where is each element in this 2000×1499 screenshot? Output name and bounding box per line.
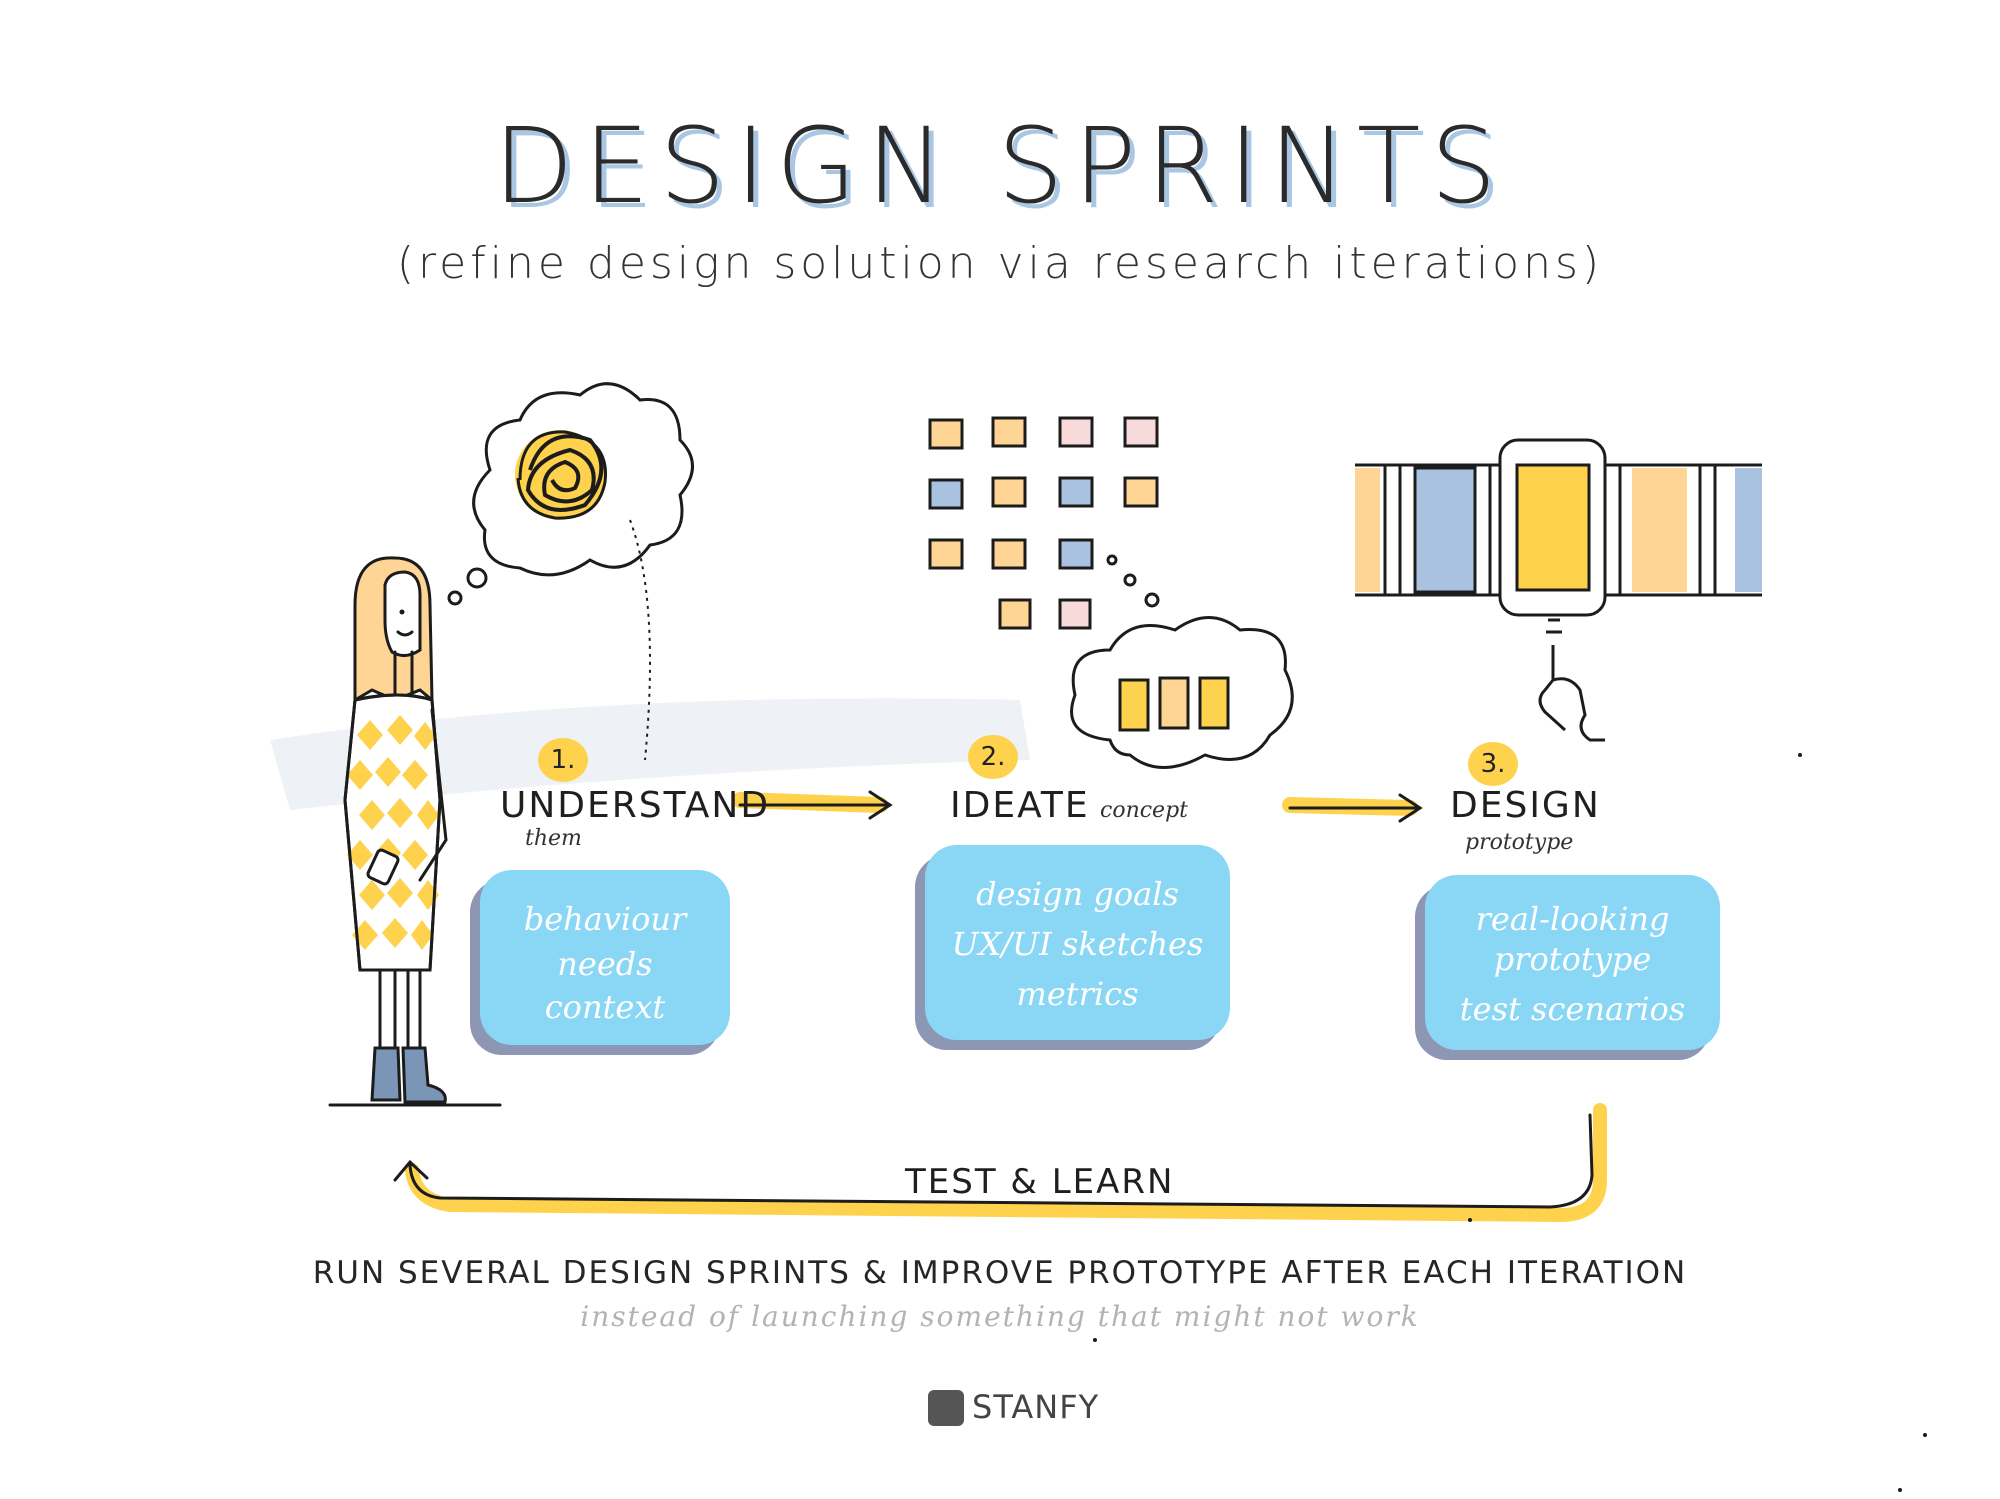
stanfy-logo-icon <box>928 1390 964 1426</box>
step-3-title: DESIGN <box>1450 785 1601 826</box>
footer-sub-text: instead of launching something that migh… <box>580 1300 1420 1333</box>
step-3-subtitle: prototype <box>1465 830 1574 855</box>
step-2-card: design goals UX/UI sketches metrics <box>925 845 1230 1040</box>
step-3-card: real-looking prototype test scenarios <box>1425 875 1720 1050</box>
footer-main-text: RUN SEVERAL DESIGN SPRINTS & IMPROVE PRO… <box>312 1255 1688 1291</box>
thought-cloud-icon <box>447 382 694 761</box>
stray-dots <box>1093 753 1927 1492</box>
loop-arrow-icon <box>393 1103 1607 1223</box>
step-2-item: design goals <box>976 875 1179 913</box>
step-1-title: UNDERSTAND <box>500 785 771 826</box>
step-2-item: metrics <box>1016 975 1139 1013</box>
step-3-item: real-looking <box>1475 900 1670 938</box>
step-1-card: behaviour needs context <box>480 870 730 1045</box>
step-2-subtitle: concept <box>1100 798 1188 823</box>
step-3-item: test scenarios <box>1459 990 1686 1028</box>
step-1-item: context <box>544 988 666 1026</box>
step-2-title: IDEATE <box>950 785 1090 826</box>
step-3-badge: 3. <box>1468 742 1518 786</box>
step-1-subtitle: them <box>525 826 582 851</box>
step-2-item: UX/UI sketches <box>951 925 1204 963</box>
step-1-item: behaviour <box>523 900 687 938</box>
page-title: DESIGN SPRINTS <box>493 105 1507 227</box>
background-smudge <box>270 698 1030 810</box>
person-icon <box>328 556 502 1107</box>
step-3-item: prototype <box>1493 940 1652 978</box>
brand-name: STANFY <box>972 1388 1100 1426</box>
step-1-badge: 1. <box>538 738 588 782</box>
sticky-notes-icon <box>928 416 1160 630</box>
arrow-right-icon <box>732 790 1423 823</box>
step-1-item: needs <box>557 945 653 983</box>
pointing-hand-icon <box>1538 618 1605 742</box>
idea-cloud-icon <box>1070 616 1294 769</box>
loop-label: TEST & LEARN <box>905 1162 1175 1202</box>
screens-carousel-icon <box>1355 438 1762 617</box>
page-subtitle: (refine design solution via research ite… <box>396 238 1604 289</box>
step-2-badge: 2. <box>968 735 1018 779</box>
